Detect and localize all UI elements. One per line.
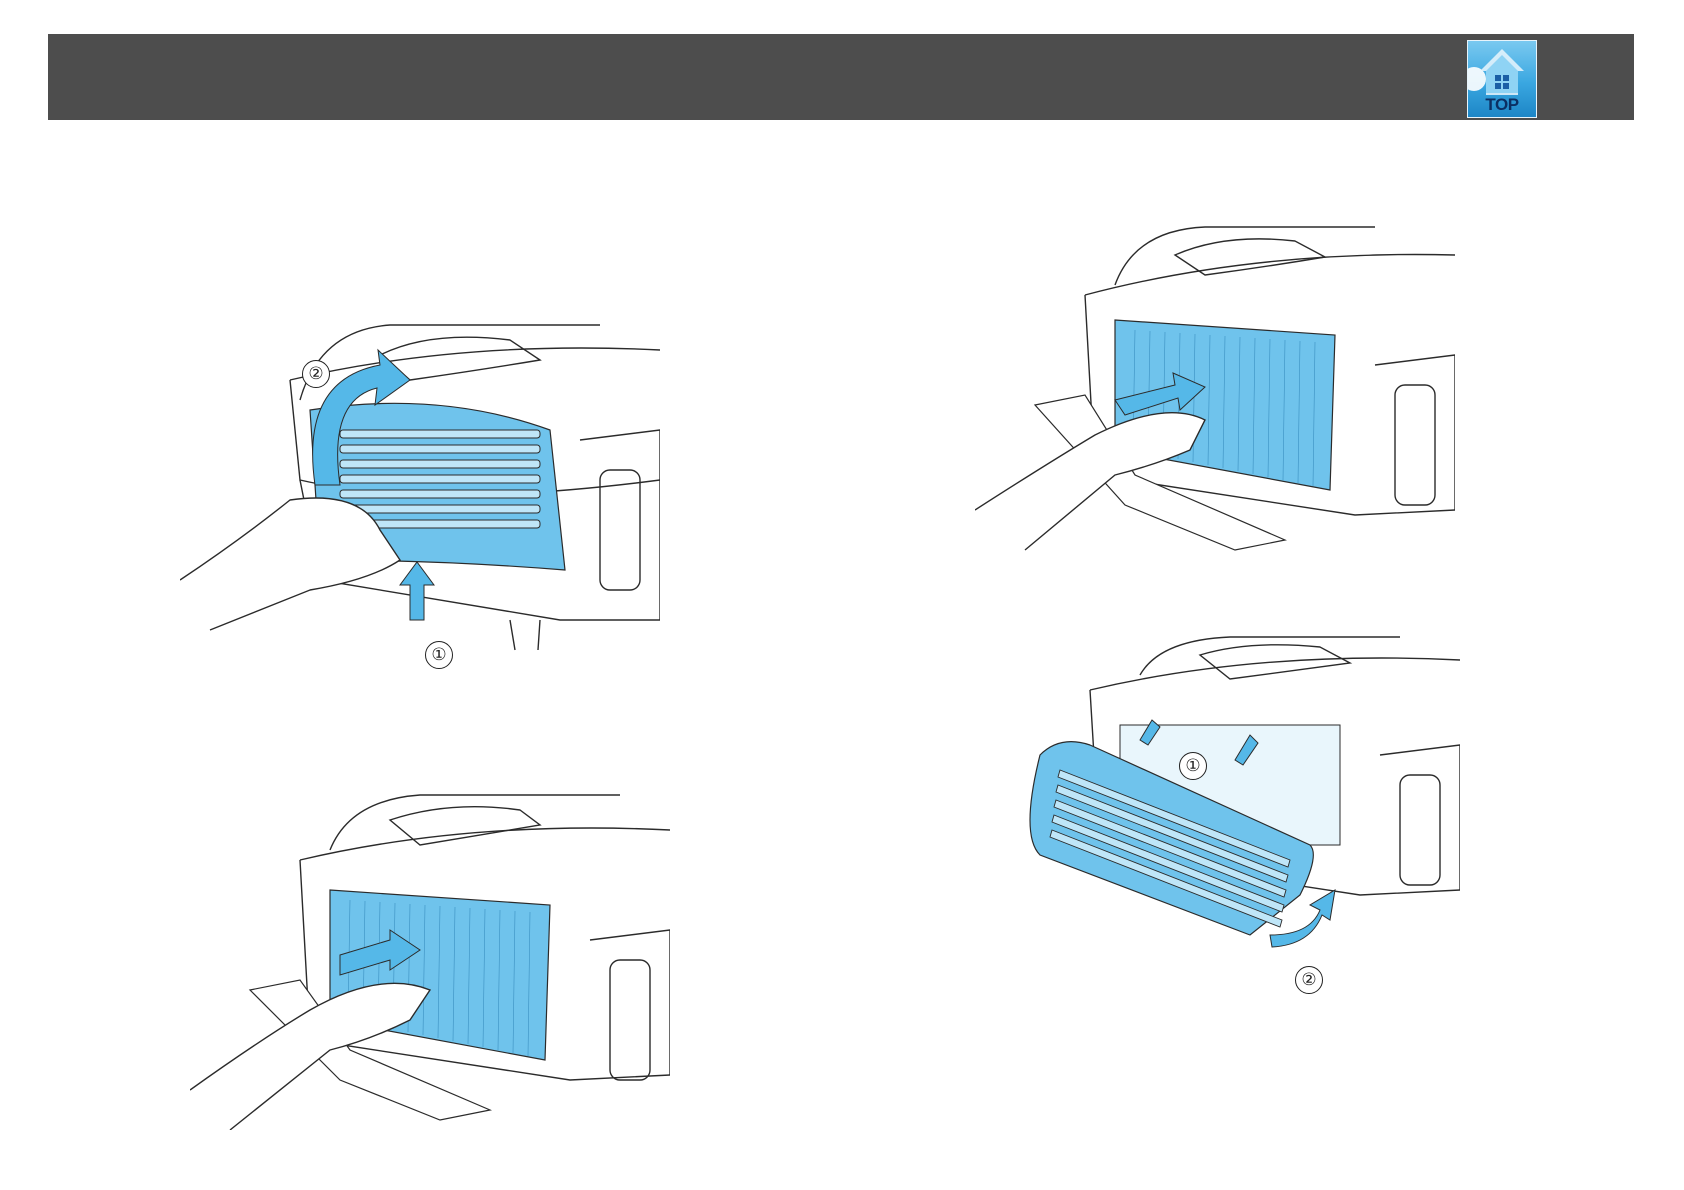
step-marker: ① bbox=[1179, 752, 1207, 780]
step-marker: ① bbox=[425, 641, 453, 669]
illustration-insert-filter bbox=[975, 225, 1455, 565]
step-marker: ② bbox=[302, 360, 330, 388]
illustration-open-filter-cover bbox=[180, 320, 660, 660]
header-bar bbox=[48, 34, 1634, 120]
top-button[interactable]: TOP bbox=[1467, 40, 1537, 118]
illustration-close-filter-cover bbox=[1000, 635, 1460, 985]
top-button-label: TOP bbox=[1468, 95, 1536, 115]
step-marker: ② bbox=[1295, 966, 1323, 994]
illustration-remove-filter bbox=[190, 790, 670, 1130]
